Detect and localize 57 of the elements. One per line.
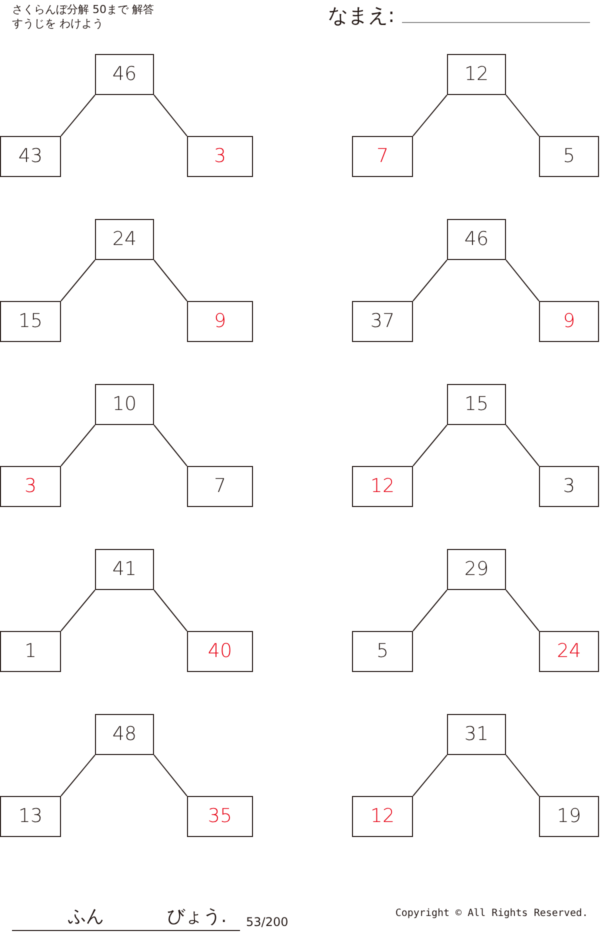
branch-line bbox=[412, 260, 448, 302]
branch-line bbox=[154, 754, 188, 796]
branch-line bbox=[506, 260, 540, 302]
minutes-label: ふん bbox=[68, 906, 104, 928]
branch-line bbox=[506, 94, 540, 136]
number-box: 24 bbox=[95, 219, 154, 260]
branch-line bbox=[60, 424, 96, 466]
branch-line bbox=[412, 590, 448, 632]
subtitle: すうじを わけよう bbox=[12, 17, 104, 30]
answer-box: 3 bbox=[0, 466, 61, 507]
answer-box: 7 bbox=[352, 136, 413, 177]
copyright-notice: Copyright © All Rights Reserved. bbox=[395, 907, 588, 920]
number-box: 37 bbox=[352, 301, 413, 342]
number-box: 15 bbox=[447, 384, 506, 425]
number-box: 5 bbox=[539, 136, 599, 177]
answer-box: 9 bbox=[187, 301, 253, 342]
branch-line bbox=[154, 94, 188, 136]
number-box: 46 bbox=[95, 54, 154, 95]
number-box: 41 bbox=[95, 549, 154, 590]
answer-box: 35 bbox=[187, 796, 253, 837]
worksheet-title: さくらんぼ分解 50まで 解答 bbox=[12, 3, 154, 16]
number-box: 19 bbox=[539, 796, 599, 837]
answer-box: 9 bbox=[539, 301, 599, 342]
branch-line bbox=[506, 754, 540, 796]
number-box: 31 bbox=[447, 714, 506, 755]
branch-line bbox=[412, 424, 448, 466]
branch-line bbox=[412, 754, 448, 796]
number-box: 1 bbox=[0, 631, 61, 672]
branch-line bbox=[506, 590, 540, 632]
answer-box: 12 bbox=[352, 466, 413, 507]
branch-line bbox=[154, 260, 188, 302]
branch-line bbox=[60, 754, 96, 796]
branch-line bbox=[154, 424, 188, 466]
name-label: なまえ: bbox=[328, 2, 395, 28]
branch-line bbox=[60, 94, 96, 136]
number-box: 48 bbox=[95, 714, 154, 755]
number-box: 3 bbox=[539, 466, 599, 507]
answer-box: 24 bbox=[539, 631, 599, 672]
branch-line bbox=[60, 260, 96, 302]
page-number: 53/200 bbox=[246, 915, 288, 930]
answer-box: 40 bbox=[187, 631, 253, 672]
number-box: 13 bbox=[0, 796, 61, 837]
number-box: 10 bbox=[95, 384, 154, 425]
number-box: 15 bbox=[0, 301, 61, 342]
number-box: 46 bbox=[447, 219, 506, 260]
number-box: 29 bbox=[447, 549, 506, 590]
number-box: 43 bbox=[0, 136, 61, 177]
branch-line bbox=[506, 424, 540, 466]
branch-line bbox=[154, 590, 188, 632]
branch-line bbox=[60, 590, 96, 632]
branch-line bbox=[412, 94, 448, 136]
number-box: 12 bbox=[447, 54, 506, 95]
number-box: 5 bbox=[352, 631, 413, 672]
answer-box: 12 bbox=[352, 796, 413, 837]
seconds-label: びょう. bbox=[167, 906, 227, 928]
answer-box: 3 bbox=[187, 136, 253, 177]
number-box: 7 bbox=[187, 466, 253, 507]
